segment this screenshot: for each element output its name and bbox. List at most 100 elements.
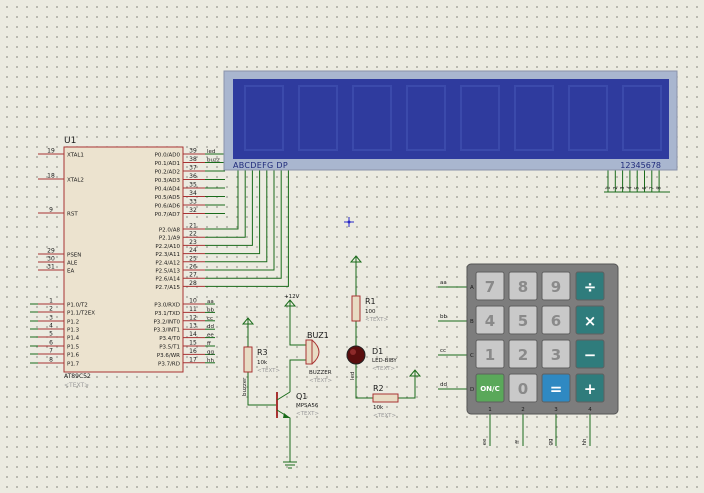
mcu-right-pin-name: P2.5/A13 (155, 269, 180, 275)
lcd-digit-pin-net: 5 (635, 186, 641, 189)
buz-top-wire (289, 318, 306, 346)
keypad-key[interactable] (508, 339, 538, 369)
mcu-net-label: bb (207, 307, 214, 313)
mcu-left-pin-name: RST (67, 212, 78, 218)
keypad-col-net: hh (582, 438, 588, 445)
mcu-right-pin-num: 10 (189, 298, 197, 305)
keypad-key[interactable] (575, 373, 605, 403)
mcu-left-pin-num: 8 (49, 357, 53, 364)
mcu-right-pin-num: 26 (189, 264, 197, 271)
r3-ref: R3 (257, 348, 268, 357)
mcu-net-label: hh (207, 358, 214, 364)
mcu-right-pin-name: P2.1/A9 (159, 236, 181, 242)
discrete-components[interactable]: +12VR310k<TEXT>buzzerBUZ1BUZZER<TEXT>Q1M… (241, 255, 422, 419)
keypad-key[interactable] (575, 271, 605, 301)
mcu-left-pin-num: 9 (49, 207, 53, 214)
keypad-key[interactable] (575, 305, 605, 335)
mcu-right-pin-name: P0.4/AD4 (155, 187, 181, 193)
keypad-row-label: B (470, 319, 474, 325)
q1-ref: Q1 (296, 392, 307, 401)
keypad-row-label: D (470, 387, 474, 393)
mcu-left-pin-num: 1 (49, 298, 53, 305)
keypad-key-label: 6 (551, 312, 561, 330)
keypad-key[interactable] (475, 305, 505, 335)
keypad-col-net: gg (548, 439, 554, 446)
r2-text: <TEXT> (373, 413, 396, 419)
keypad-key-label: 3 (551, 346, 561, 364)
mcu-right-pin-name: P3.6/WR (157, 353, 180, 359)
lcd-digit-cell (514, 85, 554, 151)
p2-segment-wire (205, 169, 246, 238)
r3-value: 10k (257, 360, 268, 366)
keypad-key-label: ÷ (584, 278, 597, 296)
keypad-key[interactable] (508, 373, 538, 403)
mcu-right-pin-name: P2.0/A8 (159, 228, 181, 234)
r1-body[interactable] (351, 295, 361, 322)
mcu-left-pin-name: P1.7 (67, 362, 80, 368)
mcu-right-pin-name: P0.7/AD7 (155, 212, 181, 218)
r2-ref: R2 (373, 384, 384, 393)
d1-to-r2-wire (355, 364, 373, 399)
lcd-digit-pin-net: 4 (627, 186, 633, 189)
mcu-right-pin-num: 11 (189, 306, 197, 313)
mcu-net-label: dd (207, 324, 214, 330)
mcu-right-pin-name: P2.4/A12 (155, 260, 180, 266)
keypad-key-label: 5 (518, 312, 528, 330)
lcd-digit-pin-net: 3 (620, 186, 626, 189)
r2-body[interactable] (372, 393, 399, 403)
mcu-right-pin-name: P2.3/A11 (155, 252, 180, 258)
mcu-left-pin-name: ALE (67, 261, 78, 267)
keypad-col-net: ee (482, 438, 488, 445)
keypad-key[interactable] (475, 339, 505, 369)
mcu-right-pin-name: P0.3/AD3 (155, 178, 181, 184)
r2-supply-arrow (408, 369, 422, 377)
mcu-net-label: ee (207, 333, 214, 339)
mcu-right-pin-num: 34 (189, 190, 197, 197)
lcd-digit-pin-net: 1 (606, 186, 612, 189)
keypad-key-label: 0 (518, 380, 528, 398)
d1-text: <TEXT> (372, 366, 395, 372)
mcu-right-pin-num: 38 (189, 156, 197, 163)
lcd-panel (233, 79, 669, 159)
keypad-key[interactable] (475, 373, 505, 403)
mcu-left-pin-name: EA (67, 269, 74, 275)
mcu-left-pin-num: 6 (49, 340, 53, 347)
mcu-right-pin-num: 12 (189, 314, 197, 321)
buzzer-body[interactable] (305, 339, 320, 365)
d1-ref: D1 (372, 347, 383, 356)
keypad-key[interactable] (508, 305, 538, 335)
keypad-key[interactable] (541, 305, 571, 335)
wires (30, 153, 670, 469)
mcu-right-pin-name: P3.1/TXD (155, 311, 180, 317)
lcd-digit-cell (244, 85, 284, 151)
led-d1[interactable] (346, 345, 366, 365)
p2-segment-wire (205, 169, 275, 271)
keypad-key[interactable] (508, 271, 538, 301)
lcd-segments-label: ABCDEFG DP (233, 161, 288, 170)
mcu-right-pin-name: P0.5/AD5 (155, 195, 181, 201)
keypad-key[interactable] (575, 339, 605, 369)
mcu-right-pin-name: P2.7/A15 (155, 285, 180, 291)
mcu-net-label: cc (207, 316, 213, 322)
mcu-body[interactable] (63, 146, 184, 373)
r3-body[interactable] (243, 346, 253, 373)
mcu-text-placeholder: <TEXT> (64, 382, 89, 389)
buz-to-q1-wire (289, 359, 306, 392)
keypad-key[interactable] (541, 373, 571, 403)
mcu-right-pin-name: P2.2/A10 (155, 244, 180, 250)
lcd-digit-pin-net: 2 (613, 186, 619, 189)
mcu-net-label: aa (207, 299, 214, 305)
mcu-u1[interactable]: U1AT89C52<TEXT>19XTAL118XTAL29RST29PSEN3… (38, 136, 220, 389)
keypad-key[interactable] (541, 339, 571, 369)
lcd-digit-pin-net: 7 (649, 186, 655, 189)
mcu-right-pin-name: P3.7/RD (158, 361, 180, 367)
keypad-row-label: A (470, 285, 474, 291)
p2-segment-wire (205, 169, 253, 246)
mcu-right-pin-name: P0.1/AD1 (155, 161, 180, 167)
keypad-key[interactable] (541, 271, 571, 301)
mcu-left-pin-num: 3 (49, 315, 53, 322)
keypad-key[interactable] (475, 271, 505, 301)
